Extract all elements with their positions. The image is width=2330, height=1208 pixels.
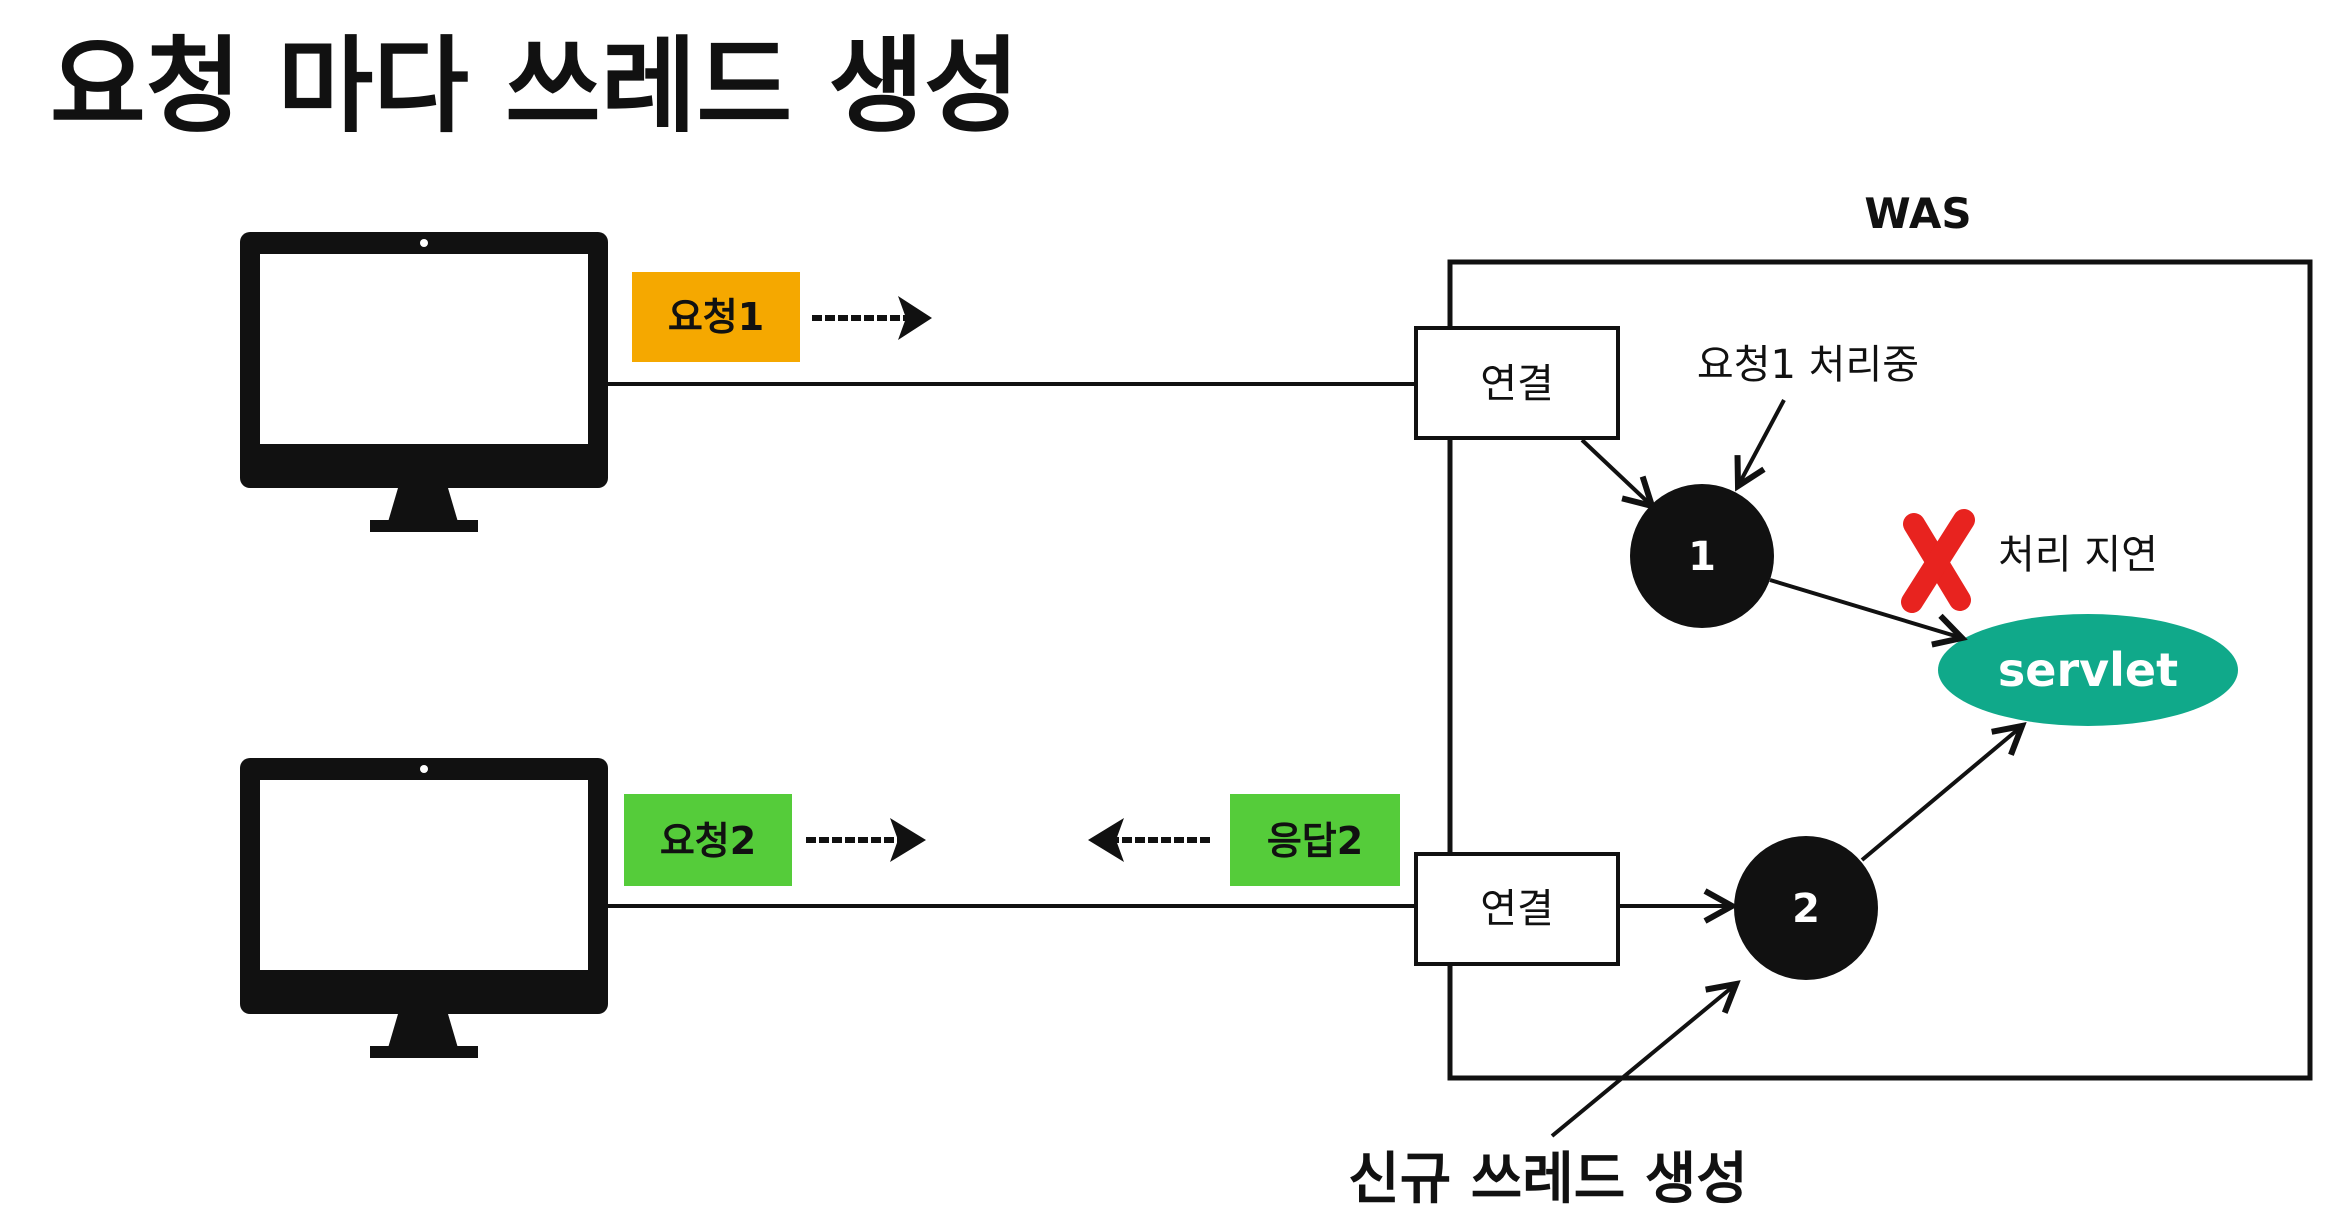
was-container <box>1447 259 2313 1081</box>
servlet-node <box>1938 614 2238 726</box>
connection2-label: 연결 <box>1480 886 1554 932</box>
request1-badge <box>632 272 800 362</box>
thread2-node <box>1734 836 1878 980</box>
arrow-left-icon <box>1088 818 1210 862</box>
processing-label: 요청1 처리중 <box>1697 342 1919 388</box>
arrow-right-icon <box>806 818 926 862</box>
arrow-thread1-to-servlet <box>1769 578 1962 638</box>
new-thread-label: 신규 쓰레드 생성 <box>1348 1147 1748 1204</box>
servlet-label: servlet <box>1998 643 2178 697</box>
response2-label: 응답2 <box>1267 819 1363 863</box>
delay-label: 처리 지연 <box>1998 532 2158 578</box>
arrow-conn1-to-thread1 <box>1580 438 1652 506</box>
thread1-node <box>1630 484 1774 628</box>
request2-badge <box>624 794 792 886</box>
thread1-label: 1 <box>1688 534 1716 580</box>
arrow-thread2-to-servlet <box>1860 726 2022 862</box>
connection1-label: 연결 <box>1480 361 1554 407</box>
arrow-right-icon <box>812 296 932 340</box>
page-title: 요청 마다 쓰레드 생성 <box>50 25 1020 147</box>
request1-label: 요청1 <box>668 295 764 339</box>
request2-label: 요청2 <box>660 819 756 863</box>
response2-badge <box>1230 794 1400 886</box>
was-label: WAS <box>1864 189 1971 238</box>
cross-icon <box>1901 509 1975 613</box>
monitor-icon <box>240 232 608 532</box>
monitor-icon <box>240 758 608 1058</box>
connection-box-1 <box>1414 326 1620 440</box>
thread2-label: 2 <box>1792 886 1820 932</box>
connection-box-2 <box>1414 852 1620 966</box>
arrow-processing-to-thread1 <box>1738 399 1786 486</box>
arrow-newthread-to-thread2 <box>1550 984 1736 1138</box>
